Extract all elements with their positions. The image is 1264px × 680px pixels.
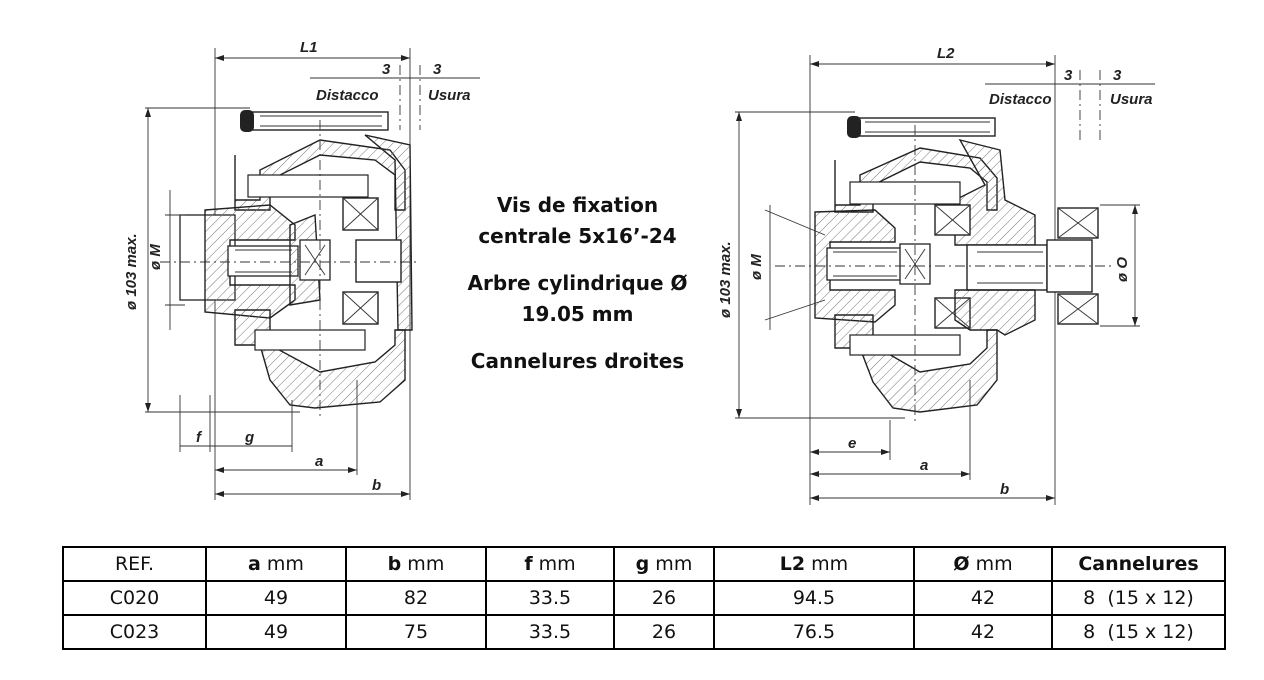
- cell-diameter: 42: [913, 614, 1053, 650]
- header-a: a mm: [205, 546, 347, 582]
- cell-g: 26: [613, 614, 715, 650]
- cell-l2: 94.5: [713, 580, 915, 616]
- usura-label-right: Usura: [1110, 91, 1153, 108]
- cell-ref: C023: [62, 614, 207, 650]
- left-drawing-svg: L1 3 Distacco 3 Usura ø 103 max. ø M: [123, 39, 480, 500]
- dia-m-label-right: ø M: [748, 254, 765, 280]
- dia-max-label-right: ø 103 max.: [717, 241, 734, 318]
- spec-table: REF. a mm b mm f mm g mm L2 mm Ø mm Cann…: [62, 546, 1226, 650]
- distacco-label: Distacco: [316, 87, 379, 104]
- header-cannelures: Cannelures: [1051, 546, 1226, 582]
- note-line-3: Arbre cylindrique Ø: [467, 271, 688, 295]
- dia-max-label: ø 103 max.: [123, 233, 140, 310]
- l1-label: L1: [300, 39, 318, 56]
- header-ref: REF.: [62, 546, 207, 582]
- note-splines: Cannelures droites: [445, 346, 710, 377]
- usura-value-right: 3: [1113, 67, 1122, 84]
- header-g: g mm: [613, 546, 715, 582]
- cell-a: 49: [205, 580, 347, 616]
- cell-ref: C020: [62, 580, 207, 616]
- table-row: C020 49 82 33.5 26 94.5 42 8 (15 x 12): [62, 580, 1226, 616]
- right-technical-drawing: L2 3 Distacco 3 Usura ø 103 max.: [715, 0, 1165, 510]
- note-line-4: 19.05 mm: [521, 302, 634, 326]
- left-technical-drawing: L1 3 Distacco 3 Usura ø 103 max. ø M: [120, 0, 500, 510]
- cell-f: 33.5: [485, 614, 615, 650]
- distacco-value-right: 3: [1064, 67, 1073, 84]
- note-line-1: Vis de fixation: [496, 193, 659, 217]
- cell-diameter: 42: [913, 580, 1053, 616]
- b-label: b: [372, 477, 381, 494]
- usura-value: 3: [433, 61, 442, 78]
- f-label: f: [196, 429, 203, 446]
- cell-cannelures: 8 (15 x 12): [1051, 614, 1226, 650]
- a-label: a: [315, 453, 323, 470]
- note-fixing-screw: Vis de fixation centrale 5x16’-24: [445, 190, 710, 252]
- l2-label: L2: [937, 45, 955, 62]
- cell-l2: 76.5: [713, 614, 915, 650]
- table-header-row: REF. a mm b mm f mm g mm L2 mm Ø mm Cann…: [62, 546, 1226, 582]
- distacco-label-right: Distacco: [989, 91, 1052, 108]
- center-notes: Vis de fixation centrale 5x16’-24 Arbre …: [445, 190, 710, 393]
- cell-a: 49: [205, 614, 347, 650]
- e-label: e: [848, 435, 856, 452]
- table-row: C023 49 75 33.5 26 76.5 42 8 (15 x 12): [62, 614, 1226, 650]
- cell-f: 33.5: [485, 580, 615, 616]
- g-label: g: [244, 429, 254, 446]
- note-line-2: centrale 5x16’-24: [478, 224, 677, 248]
- header-diameter: Ø mm: [913, 546, 1053, 582]
- a-label-right: a: [920, 457, 928, 474]
- header-f: f mm: [485, 546, 615, 582]
- b-label-right: b: [1000, 481, 1009, 498]
- dia-m-label: ø M: [147, 244, 164, 270]
- usura-label: Usura: [428, 87, 471, 104]
- distacco-value: 3: [382, 61, 391, 78]
- cell-cannelures: 8 (15 x 12): [1051, 580, 1226, 616]
- cell-b: 75: [345, 614, 487, 650]
- header-b: b mm: [345, 546, 487, 582]
- cell-b: 82: [345, 580, 487, 616]
- right-drawing-svg: L2 3 Distacco 3 Usura ø 103 max.: [717, 45, 1165, 505]
- header-l2: L2 mm: [713, 546, 915, 582]
- note-shaft: Arbre cylindrique Ø 19.05 mm: [445, 268, 710, 330]
- cell-g: 26: [613, 580, 715, 616]
- note-line-5: Cannelures droites: [470, 349, 685, 373]
- dia-o-label: ø O: [1114, 257, 1131, 282]
